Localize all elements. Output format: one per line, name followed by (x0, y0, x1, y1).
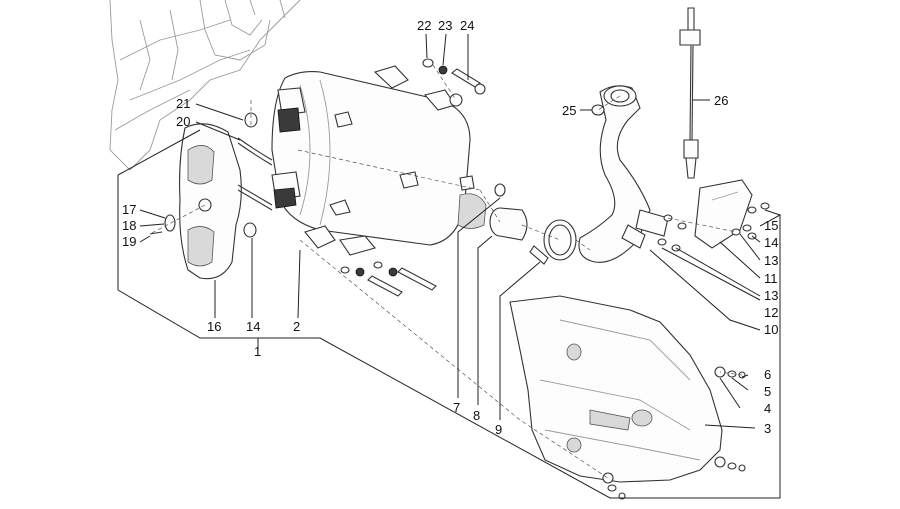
callout-2: 2 (293, 319, 300, 334)
callout-13a: 13 (764, 253, 778, 268)
callout-4: 4 (764, 401, 771, 416)
callout-8: 8 (473, 408, 480, 423)
engine-ghost-outline (109, 0, 301, 171)
callout-16: 16 (207, 319, 221, 334)
assembly-dash-lines (149, 64, 743, 479)
callout-25: 25 (562, 103, 576, 118)
callout-14b: 14 (764, 235, 778, 250)
callout-15: 15 (764, 218, 778, 233)
callout-6: 6 (764, 367, 771, 382)
muffler-body-part-2 (271, 65, 487, 256)
nut-part-25 (591, 104, 605, 116)
callout-11: 11 (764, 271, 778, 286)
nut-part-7 (494, 183, 506, 197)
callout-12: 12 (764, 305, 778, 320)
washer-part-18 (164, 214, 176, 232)
callout-20: 20 (176, 114, 190, 129)
callout-3: 3 (764, 421, 771, 436)
screw-part-19 (149, 231, 163, 235)
callout-18: 18 (122, 218, 136, 233)
clamp-part-9 (529, 219, 577, 265)
end-cap-part-16 (179, 123, 242, 280)
callout-23: 23 (438, 18, 452, 33)
heat-shield-large-part-3 (509, 295, 723, 483)
lambda-sensor-part-26 (679, 7, 701, 179)
callout-labels: 1 2 3 4 5 6 7 8 9 10 11 12 13 13 14 14 1… (122, 18, 778, 437)
lower-bolts (340, 261, 437, 297)
callout-17: 17 (122, 202, 136, 217)
callout-14a: 14 (246, 319, 260, 334)
callout-21: 21 (176, 96, 190, 111)
gaskets-part-20 (237, 137, 273, 211)
leader-lines (117, 33, 782, 499)
callout-19: 19 (122, 234, 136, 249)
callout-5: 5 (764, 384, 771, 399)
callout-24: 24 (460, 18, 474, 33)
callout-10: 10 (764, 322, 778, 337)
bolt-set-22-24 (422, 58, 486, 95)
callout-9: 9 (495, 422, 502, 437)
callout-1: 1 (254, 344, 261, 359)
nut-part-14a (243, 222, 257, 238)
callout-7: 7 (453, 400, 460, 415)
sleeve-part-8 (489, 207, 528, 241)
callout-13b: 13 (764, 288, 778, 303)
callout-22: 22 (417, 18, 431, 33)
nut-upper (449, 93, 463, 107)
callout-26: 26 (714, 93, 728, 108)
nut-part-21 (244, 112, 258, 128)
